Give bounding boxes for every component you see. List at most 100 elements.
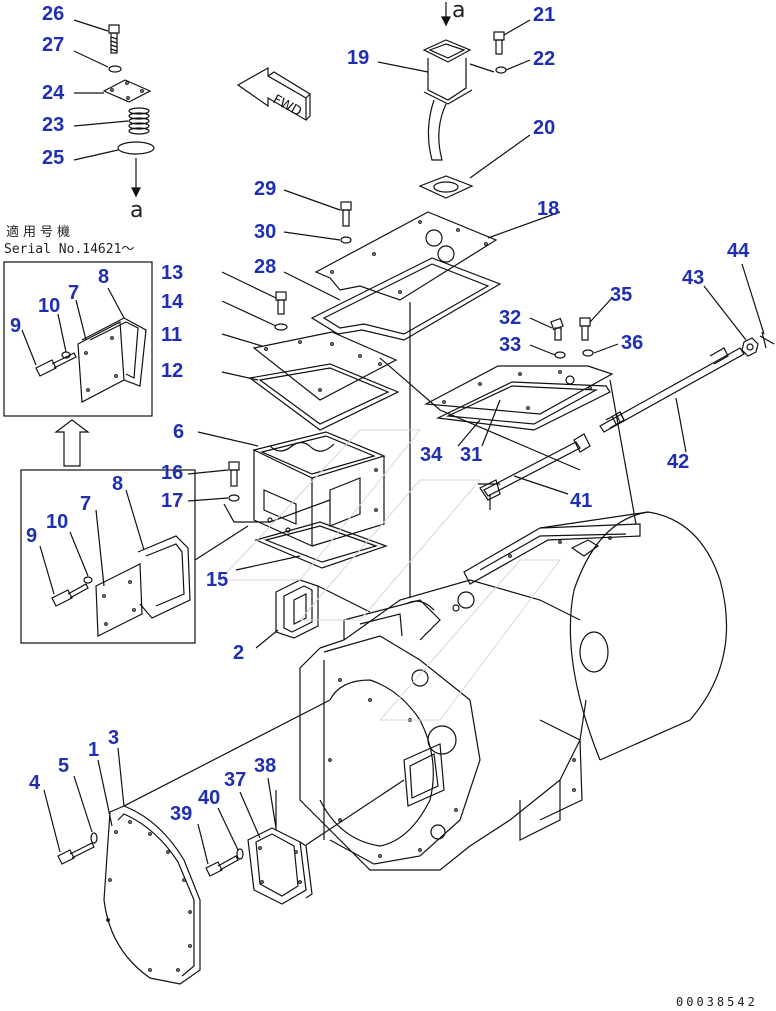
leader-41 — [513, 475, 569, 495]
leader-34 — [457, 419, 481, 447]
callout-11: 11 — [161, 324, 183, 346]
leader-30 — [283, 231, 341, 241]
leader-33 — [529, 344, 556, 356]
callout-17: 17 — [161, 490, 184, 512]
washer-14-drawing — [274, 323, 288, 331]
bolt-guide-line — [223, 499, 331, 523]
callout-30: 30 — [254, 221, 277, 243]
leader-12 — [221, 371, 259, 381]
bolt-21-drawing — [493, 31, 505, 55]
arrow-head-a-top — [441, 16, 451, 27]
serial-note-jp: 適用号機 — [6, 225, 75, 240]
shaft-42-drawing — [599, 347, 745, 433]
washer-27-drawing — [108, 65, 122, 73]
leader-14 — [221, 300, 277, 327]
callout-12: 12 — [161, 360, 184, 382]
part-2-drawing — [275, 579, 319, 639]
callout-40: 40 — [198, 787, 221, 809]
callout-16: 16 — [161, 462, 184, 484]
callout-5: 5 — [58, 755, 70, 777]
leader-36 — [593, 343, 619, 354]
leader-26 — [73, 19, 109, 32]
callout-15: 15 — [206, 569, 229, 591]
leader-21 — [503, 19, 531, 36]
callout-10b: 10 — [46, 511, 69, 533]
callout-42: 42 — [667, 451, 690, 473]
leader-9b — [39, 545, 55, 595]
callout-28: 28 — [254, 256, 277, 278]
callout-6: 6 — [173, 421, 185, 443]
callout-7a: 7 — [68, 282, 80, 304]
part-2-guide — [317, 585, 371, 613]
bolt-26-drawing — [108, 24, 120, 54]
bolt-16-drawing — [228, 461, 240, 487]
gasket-28-drawing — [310, 257, 502, 341]
guide-line-cover — [379, 357, 581, 471]
leader-19 — [377, 61, 429, 73]
callout-10a: 10 — [38, 295, 61, 317]
callout-8b: 8 — [112, 473, 124, 495]
leader-32 — [529, 317, 553, 329]
inset-arrow — [54, 419, 90, 467]
gasket-12-drawing — [248, 363, 400, 431]
leader-38 — [267, 777, 277, 829]
cover-38-drawing — [247, 790, 313, 905]
leader-15 — [235, 555, 301, 571]
callout-2: 2 — [233, 642, 245, 664]
part-19-guide — [469, 63, 495, 73]
leader-40 — [217, 807, 239, 851]
leader-29 — [283, 189, 341, 211]
rod-41-stand — [478, 483, 500, 510]
leader-16 — [187, 469, 229, 475]
cover-38-guide — [305, 779, 405, 846]
pin-44-drawing — [759, 331, 775, 349]
main-housing-drawing — [299, 511, 728, 871]
drawing-number: 00038542 — [676, 995, 758, 1009]
ref-letter-top: a — [452, 0, 466, 23]
callout-35: 35 — [610, 284, 633, 306]
oring-25-drawing — [117, 141, 155, 155]
watermark-drawing — [218, 429, 561, 721]
guide-line-right — [609, 379, 637, 525]
washer-40-drawing — [236, 848, 244, 860]
bolt-35-drawing — [579, 317, 591, 341]
callout-13: 13 — [161, 262, 184, 284]
leader-6 — [197, 431, 259, 447]
leader-13 — [221, 271, 277, 299]
cover-18-drawing — [314, 211, 498, 301]
spring-23-drawing — [128, 107, 150, 135]
leader-8a — [107, 287, 125, 319]
callout-25: 25 — [42, 147, 65, 169]
leader-7b — [95, 509, 105, 587]
washer-33-drawing — [554, 351, 566, 359]
fwd-label: FWD — [270, 92, 304, 119]
arrow-head-25 — [131, 187, 141, 198]
washer-36-drawing — [582, 349, 594, 357]
inset-lower-parts — [51, 535, 191, 637]
callout-22: 22 — [533, 48, 556, 70]
leader-3 — [117, 747, 125, 807]
bolt-4-drawing — [57, 842, 95, 865]
callout-19: 19 — [347, 47, 370, 69]
bolt-29-drawing — [340, 201, 352, 227]
inset-lower-frame — [20, 469, 196, 644]
leader-18 — [487, 211, 561, 239]
leader-23 — [73, 120, 129, 127]
bolt-32-drawing — [550, 317, 564, 341]
gasket-20-drawing — [418, 175, 474, 199]
rod-41-drawing — [479, 433, 591, 501]
leader-42 — [675, 397, 687, 453]
callout-34: 34 — [420, 444, 443, 466]
leader-10b — [69, 531, 89, 577]
leader-25 — [73, 149, 119, 161]
inset-serial-frame — [3, 261, 153, 417]
leader-22 — [505, 59, 531, 71]
side-cover-guide — [123, 699, 331, 807]
washer-17-drawing — [228, 494, 240, 502]
elbow-19-drawing — [422, 39, 473, 161]
leader-1 — [97, 759, 113, 827]
leader-2 — [255, 629, 279, 649]
leader-5 — [73, 775, 93, 833]
